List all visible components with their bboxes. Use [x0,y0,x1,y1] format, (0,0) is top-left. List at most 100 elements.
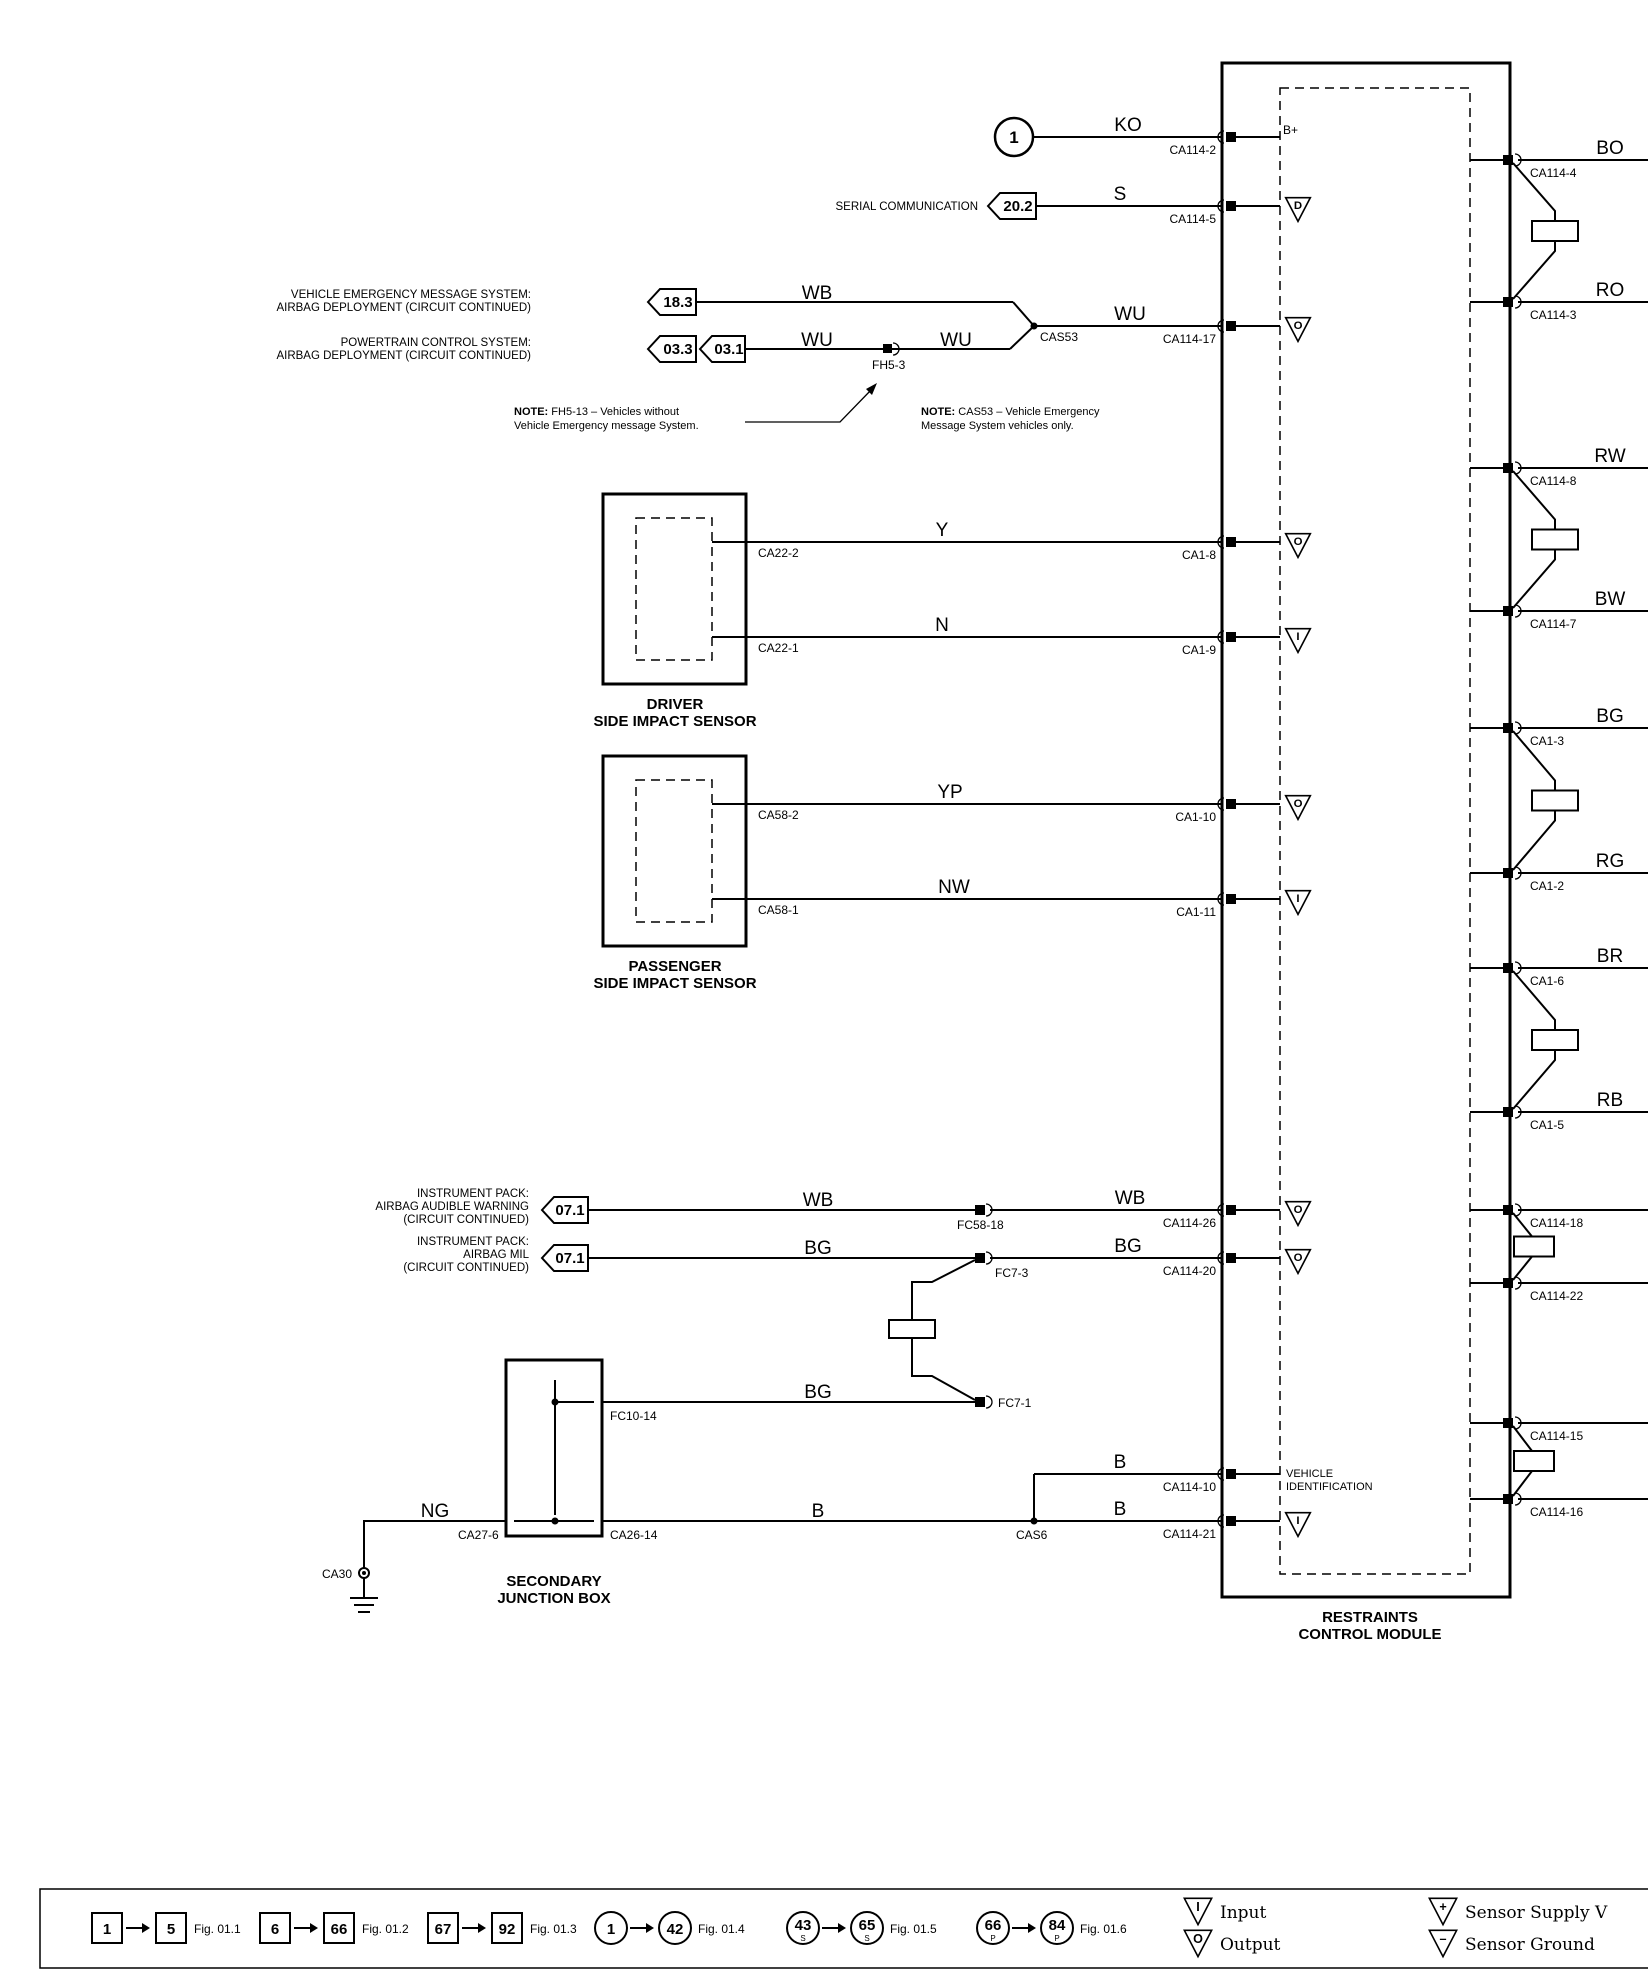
legend-symbol-4-label: Sensor Ground [1465,1935,1595,1955]
legend-symbol-2-mark: O [1183,1929,1213,1959]
legend-symbol-3-mark-glyph: + [1439,1900,1446,1914]
wire-color-y: Y [936,520,949,541]
squib-3-wire-top: BG [1596,706,1623,727]
pcm-label-1: POWERTRAIN CONTROL SYSTEM: [341,337,531,349]
legend-symbol-1-mark: I [1183,1897,1213,1927]
note-fh5: NOTE: FH5-13 – Vehicles without Vehicle … [514,383,877,432]
pin-b10: CA114-10 [1163,1480,1216,1494]
symbol-wu-glyph: O [1294,320,1303,332]
legend-range-1: 1 5 Fig. 01.1 [91,1912,241,1944]
passenger-pin-1: CA58-2 [758,808,799,822]
secondary-junction-box: FC10-14 CA27-6 CA26-14 SECONDARY JUNCTIO… [322,1358,1048,1613]
squib-4-wire-top: BR [1597,946,1623,967]
squib-5-pin-top: CA114-18 [1530,1216,1583,1230]
vems-ref: 18.3 [663,294,692,311]
legend-range-2-fig: Fig. 01.2 [362,1922,409,1936]
b-junction-wire: B [812,1501,825,1522]
driver-sensor-name-2: SIDE IMPACT SENSOR [593,713,756,730]
squib-6-pin-top: CA114-15 [1530,1429,1583,1443]
pcm-wire-right: WU [940,330,972,351]
legend-range-6-from: 66 [985,1917,1002,1934]
note-cas53: NOTE: CAS53 – Vehicle Emergency Message … [921,406,1100,432]
squib-1-pin-bottom: CA114-3 [1530,308,1577,322]
wire-color-b21: B [1114,1499,1127,1520]
ipc-warning-label-1: INSTRUMENT PACK: [417,1188,529,1200]
legend-symbol-4: – Sensor Ground [1428,1929,1595,1959]
note-2-line-1: NOTE: CAS53 – Vehicle Emergency [921,406,1100,418]
pin-yp: CA1-10 [1175,810,1216,824]
legend-range-5-to: 65 [859,1917,876,1934]
legend-range-3-from: 67 [435,1921,452,1938]
serial-label: SERIAL COMMUNICATION [836,201,978,213]
squib-1-wire-top: BO [1596,138,1623,159]
symbol-n-glyph: I [1296,631,1299,643]
splice-cas6: CAS6 [1016,1528,1048,1542]
fc58-18-connector: FC58-18 [957,1218,1004,1232]
symbol-s: D [1284,196,1312,224]
b-plus-label: B+ [1283,123,1298,137]
legend-symbol-1-label: Input [1220,1903,1266,1923]
fc7-3-connector: FC7-3 [995,1266,1029,1280]
legend-range-5-from: 43 [795,1917,812,1934]
squib-6-pin-bottom: CA114-16 [1530,1505,1583,1519]
junction-box-name-1: SECONDARY [506,1573,601,1590]
passenger-sensor-name-2: SIDE IMPACT SENSOR [593,975,756,992]
legend-range-5-from-sub: S [800,1934,805,1943]
squib-1-wire-bottom: RO [1596,280,1625,301]
passenger-pin-2: CA58-1 [758,903,799,917]
squib-2-wire-top: RW [1594,446,1625,467]
legend-symbol-2-mark-glyph: O [1193,1932,1203,1946]
symbol-bg-glyph: O [1294,1252,1303,1264]
squib-5-pin-bottom: CA114-22 [1530,1289,1583,1303]
legend-range-1-to: 5 [167,1921,175,1938]
legend-symbol-1: I Input [1183,1897,1266,1927]
ipc-mil-label-3: (CIRCUIT CONTINUED) [403,1262,529,1274]
symbol-s-glyph: D [1294,200,1302,212]
legend-range-6-to: 84 [1049,1917,1066,1934]
legend-range-3-fig: Fig. 01.3 [530,1922,577,1936]
bg-junction-wire: BG [804,1382,831,1403]
driver-sensor-name-1: DRIVER [647,696,704,713]
passenger-sensor-name-1: PASSENGER [628,958,721,975]
symbol-wb-glyph: O [1294,1204,1303,1216]
wire-color-wu: WU [1114,304,1146,325]
legend-range-1-from: 1 [103,1921,111,1938]
pin-b21: CA114-21 [1163,1527,1216,1541]
symbol-bg: O [1284,1248,1312,1276]
symbol-y-glyph: O [1294,536,1303,548]
airbag-deployment-circuits: CAS53 18.3 WB VEHICLE EMERGENCY MESSAGE … [276,283,1222,372]
squib-2-wire-bottom: BW [1595,589,1626,610]
legend-range-1-fig: Fig. 01.1 [194,1922,241,1936]
restraints-control-module: B+ VEHICLE IDENTIFICATION RESTRAINTS CON… [1220,61,1512,1643]
passenger-side-impact-sensor: CA58-2 CA58-1 PASSENGER SIDE IMPACT SENS… [593,754,799,992]
symbol-yp: O [1284,794,1312,822]
pcm-ref-1: 03.3 [663,341,692,358]
supply-circle-1: 1 [993,116,1222,158]
ca27-6-pin: CA27-6 [458,1528,499,1542]
squib-4-pin-top: CA1-6 [1530,974,1564,988]
squib-4-pin-bottom: CA1-5 [1530,1118,1564,1132]
legend-range-5-to-sub: S [864,1934,869,1943]
wire-color-n: N [935,615,949,636]
driver-pin-2: CA22-1 [758,641,799,655]
legend-symbol-4-mark-glyph: – [1439,1932,1446,1946]
driver-pin-1: CA22-2 [758,546,799,560]
squib-3-pin-top: CA1-3 [1530,734,1564,748]
symbol-nw: I [1284,889,1312,917]
pin-nw: CA1-11 [1176,905,1216,919]
pcm-wire-left: WU [801,330,833,351]
